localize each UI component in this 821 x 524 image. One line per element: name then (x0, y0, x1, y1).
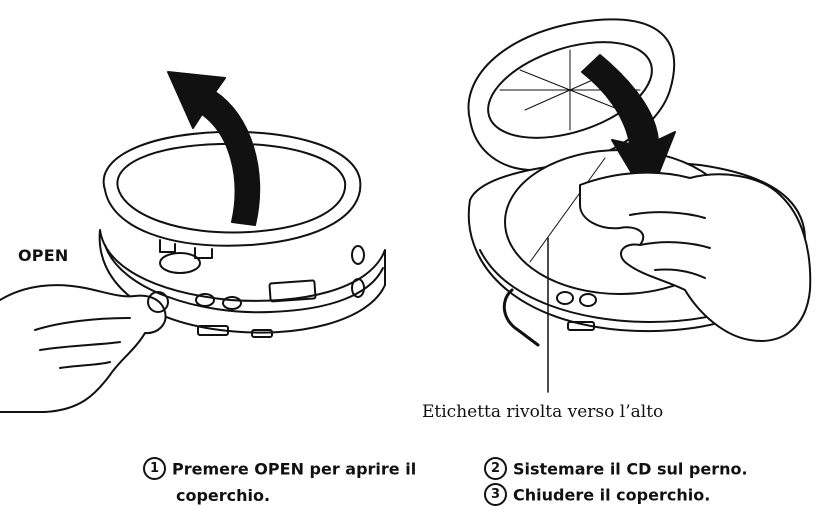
hand-left-finger (34, 317, 131, 369)
cable (502, 288, 540, 347)
step-2: 2 Sistemare il CD sul perno. (484, 456, 784, 483)
hand-right-fingers (629, 211, 711, 279)
open-label: OPEN (18, 246, 69, 265)
player-lid (102, 130, 362, 247)
step-3-text: Chiudere il coperchio. (513, 485, 711, 505)
player-base-rim (104, 244, 384, 314)
control-side-2 (351, 278, 365, 298)
label-caption: Etichetta rivolta verso l’alto (422, 402, 664, 422)
control-button-1 (195, 293, 215, 307)
step-2-text: Sistemare il CD sul perno. (513, 459, 748, 479)
control-window (268, 279, 317, 303)
control-side-1 (351, 245, 365, 265)
open-lid-disc-shape (487, 41, 653, 139)
control-oval-left (159, 252, 201, 274)
step-2-number: 2 (484, 457, 507, 480)
place-cd-illustration (467, 18, 812, 393)
step-3-number: 3 (484, 483, 507, 506)
open-lid-illustration (0, 71, 386, 413)
cd-reflection (529, 157, 606, 263)
step-1-text-cont: coperchio. (176, 485, 271, 505)
right-button-2 (579, 293, 597, 307)
open-lid (467, 18, 675, 172)
open-lid-lines (499, 49, 641, 131)
control-slot-front (197, 325, 229, 336)
player-lid-hinge (159, 239, 213, 259)
lift-arrow (167, 71, 261, 226)
step-1-number: 1 (143, 457, 166, 480)
control-button-2 (222, 296, 242, 310)
right-button-1 (556, 291, 574, 305)
control-slot-front-2 (251, 329, 273, 338)
hand-left (0, 284, 167, 413)
right-slot (567, 321, 595, 331)
step-1: 1 Premere OPEN per aprire il coperchio. (143, 456, 423, 509)
step-3: 3 Chiudere il coperchio. (484, 482, 784, 509)
step-1-text: Premere OPEN per aprire il (172, 459, 417, 479)
open-button (147, 291, 169, 313)
player-lid-inner (116, 142, 347, 234)
hand-right (579, 171, 812, 342)
